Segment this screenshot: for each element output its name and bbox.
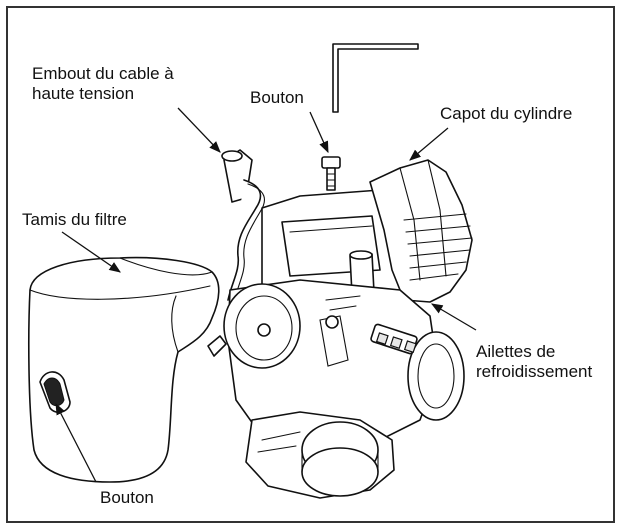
- hex-key-icon: [332, 43, 419, 113]
- hv-cable-cap-icon: [221, 149, 266, 303]
- label-filter-screen: Tamis du filtre: [22, 210, 127, 229]
- label-cylinder-cover: Capot du cylindre: [440, 104, 573, 123]
- cooling-fins: [403, 213, 473, 281]
- air-filter-cover-illustration: [28, 256, 220, 483]
- label-cooling-fins: Ailettes de refroidissement: [476, 342, 592, 382]
- engine-illustration: [207, 149, 473, 499]
- filter-knob-icon: [39, 371, 71, 414]
- label-cooling-fins-line2: refroidissement: [476, 362, 593, 381]
- label-cooling-fins-line1: Ailettes de: [476, 342, 556, 361]
- top-knob-icon: [321, 156, 341, 191]
- label-hv-cable-line2: haute tension: [32, 84, 135, 103]
- label-top-knob: Bouton: [250, 88, 304, 107]
- label-hv-cable: Embout du cable à haute tension: [32, 64, 174, 104]
- label-bottom-knob: Bouton: [100, 488, 154, 507]
- label-hv-cable-line1: Embout du cable à: [32, 64, 174, 83]
